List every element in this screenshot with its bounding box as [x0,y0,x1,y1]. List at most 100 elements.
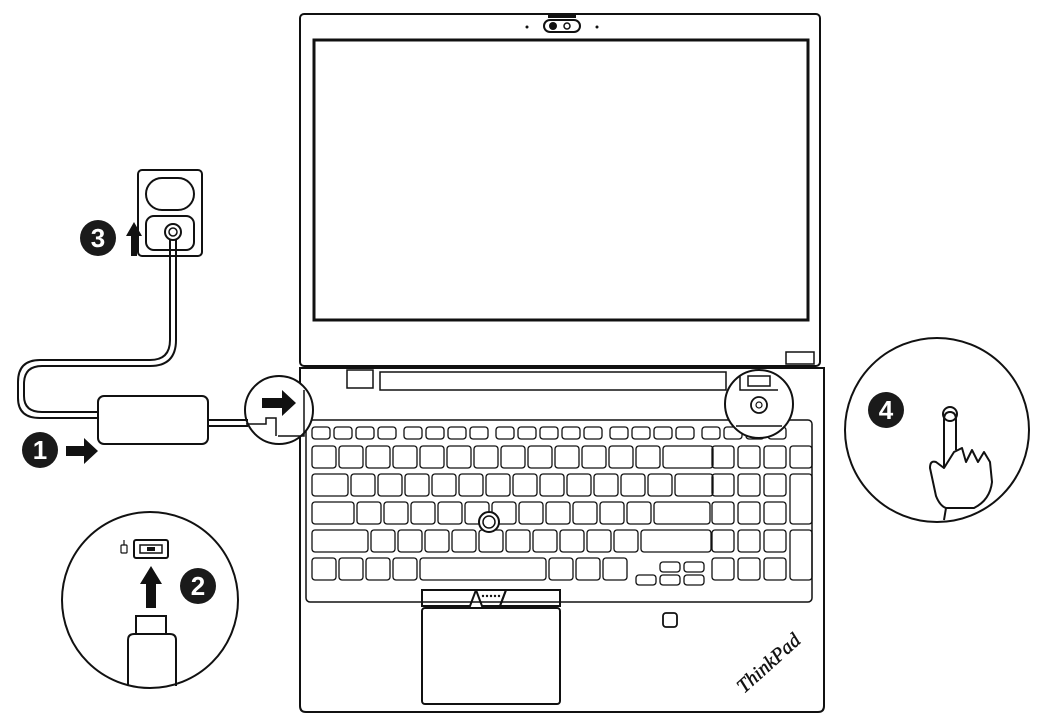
keyboard-key [311,529,369,553]
function-key [355,426,375,440]
keyboard-key [572,501,598,525]
brand-logo: ThinkPad [732,628,806,697]
arrow-key [683,561,705,573]
arrow-key [683,574,705,586]
keyboard-key [473,445,499,469]
keyboard-key [559,529,585,553]
keyboard-key [431,473,457,497]
keyboard-key [608,445,634,469]
arrow-right-icon [66,438,98,464]
numpad-key [737,473,761,497]
numpad-key [737,501,761,525]
port-callout [244,375,314,445]
keyboard-key [365,557,391,581]
middle-button-dots [481,594,501,598]
display-panel [312,38,810,322]
keyboard-key [383,501,409,525]
keyboard-key [311,445,337,469]
keyboard-key [602,557,628,581]
numpad-key [711,501,735,525]
keyboard-key [311,557,337,581]
function-key [469,426,489,440]
keyboard-key [626,501,652,525]
function-key [311,426,331,440]
keyboard-key [575,557,601,581]
keyboard-key [311,473,349,497]
keyboard-key [311,501,355,525]
numpad-key [737,557,761,581]
power-plug-icon [164,223,182,241]
hinge-block [346,369,374,389]
power-symbol-icon [120,540,128,554]
keyboard-key [662,445,714,469]
keyboard-key [599,501,625,525]
step-4-number: 4 [879,395,894,425]
numpad-key [737,445,761,469]
function-key [609,426,629,440]
keyboard-key [404,473,430,497]
numpad-key [711,473,735,497]
numpad-key [711,445,735,469]
numpad-key [763,557,787,581]
keyboard-key [593,473,619,497]
keyboard-key [478,529,504,553]
keyboard-key [500,445,526,469]
keyboard-key [518,501,544,525]
keyboard-key [674,473,714,497]
keyboard-key [365,445,391,469]
mic-left [525,25,529,29]
keyboard-key [581,445,607,469]
keyboard-key [512,473,538,497]
arrow-key [659,561,681,573]
keyboard-key [635,445,661,469]
function-key [539,426,559,440]
step-4-badge: 4 [868,392,904,428]
webcam-shutter [543,19,581,33]
function-key [583,426,603,440]
step-2-number: 2 [191,571,205,601]
power-cable [17,232,248,427]
numpad-key [711,557,735,581]
keyboard-key [647,473,673,497]
power-button-icon [942,406,958,422]
keyboard-key [485,473,511,497]
step-2-badge: 2 [180,568,216,604]
step-3-number: 3 [91,223,105,253]
numpad-key [763,473,787,497]
usb-c-callout [61,511,239,689]
lid-hinge-tab [785,351,815,365]
keyboard-key [545,501,571,525]
keyboard-key [350,473,376,497]
power-button-callout [724,369,794,439]
function-key [333,426,353,440]
wall-outlet [137,169,203,257]
function-key [425,426,445,440]
numpad-key [711,529,735,553]
function-key [447,426,467,440]
keyboard-key [554,445,580,469]
arrow-right-icon [262,390,296,416]
keyboard-key [548,557,574,581]
right-click-button [498,589,561,607]
keyboard-key [451,529,477,553]
touchpad [421,607,561,705]
arrow-key [635,574,657,586]
keyboard-key [446,445,472,469]
function-key [377,426,397,440]
power-adapter [97,395,209,445]
fingerprint-reader-icon [662,612,678,628]
keyboard-key [458,473,484,497]
power-press-callout [844,337,1030,523]
step-1-badge: 1 [22,432,58,468]
numpad-key [763,529,787,553]
function-key [675,426,695,440]
lid-outer [299,13,821,367]
keyboard-key [377,473,403,497]
keyboard-key [338,557,364,581]
arrow-key [659,574,681,586]
finger-press-icon [929,411,993,521]
arrow-up-icon [126,222,142,256]
shutter-slider [548,14,576,18]
keyboard-key [338,445,364,469]
function-key [701,426,721,440]
